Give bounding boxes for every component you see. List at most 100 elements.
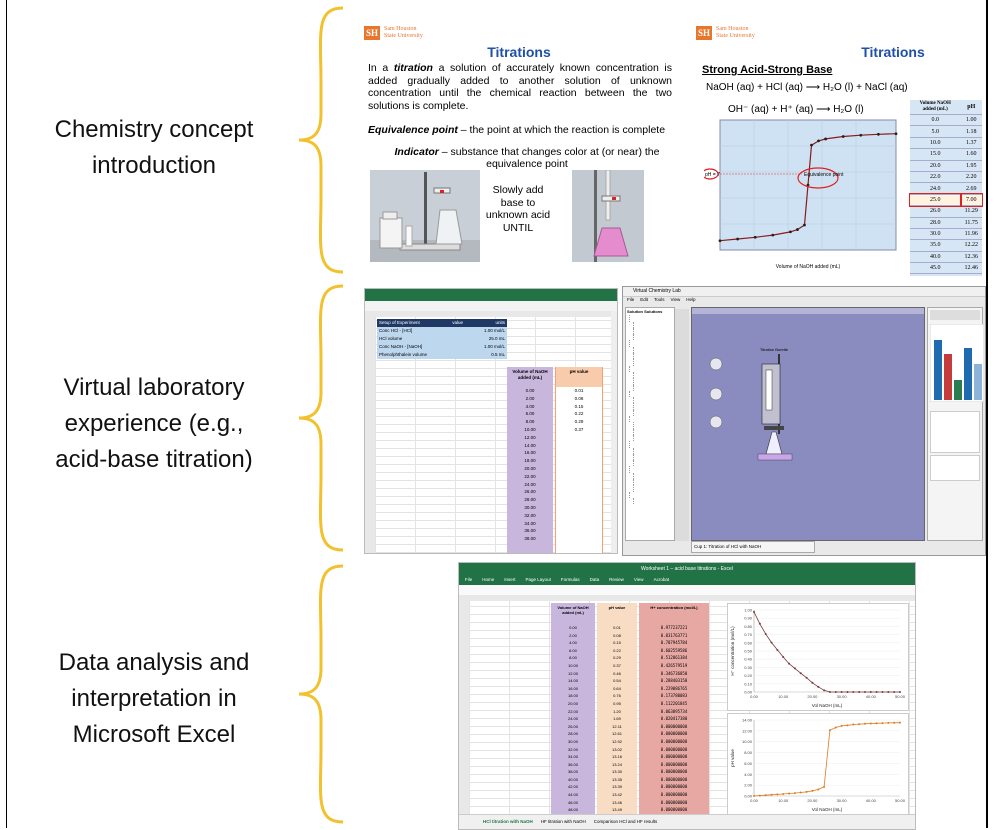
- h-conc-cell: 0.000000000: [660, 799, 688, 805]
- curve-point: [736, 237, 739, 241]
- stockroom-tree[interactable]: Solution Solutions: [625, 307, 675, 541]
- y-tick-label: 1.00: [744, 608, 753, 613]
- tree-item[interactable]: [633, 397, 673, 404]
- data-point: [828, 729, 831, 732]
- tree-item[interactable]: [633, 460, 673, 467]
- ribbon-acrobat[interactable]: Acrobat: [653, 577, 670, 582]
- section-label-virtual-lab: Virtual laboratory experience (e.g., aci…: [55, 374, 253, 473]
- volume-cell: 40.0: [910, 251, 961, 264]
- vlab-status-tab[interactable]: Cup 1: Titration of HCl with NaOH: [691, 541, 815, 553]
- volume-cell: 26.00: [567, 723, 578, 729]
- y-tick-label: 0.20: [744, 673, 753, 678]
- x-tick-label: 0.00: [750, 694, 759, 699]
- sheet-tab-hf[interactable]: HF titration with NaOH: [540, 819, 586, 824]
- volume-cell: 12.00: [524, 434, 536, 440]
- tree-item[interactable]: [633, 428, 673, 435]
- ph-cell: 1.69: [613, 716, 621, 722]
- tree-item[interactable]: [633, 472, 673, 480]
- x-axis-label: Vol NaOH (mL): [812, 807, 843, 812]
- menu-edit[interactable]: Edit: [640, 297, 649, 302]
- volume-cell: 26.0: [910, 205, 961, 218]
- brace-virtual-lab: [298, 284, 344, 552]
- ph-cell: 1.00: [960, 114, 982, 127]
- volume-cell: 22.00: [524, 473, 536, 479]
- data-point: [840, 691, 843, 693]
- ribbon-page-layout[interactable]: Page Layout: [525, 577, 551, 582]
- volume-cell: 30.00: [567, 738, 578, 744]
- tree-item[interactable]: [633, 497, 673, 505]
- ph-cell: 0.08: [574, 395, 584, 401]
- y-tick-label: 10.00: [742, 739, 753, 744]
- sheet-tab-comparison[interactable]: Comparison HCl and HF results: [593, 819, 658, 824]
- ribbon-insert[interactable]: Insert: [504, 577, 516, 582]
- excel1-scrollbar[interactable]: [611, 311, 617, 553]
- curve-xlabel: Volume of NaOH added (mL): [776, 264, 841, 270]
- ribbon-data[interactable]: Data: [589, 577, 600, 582]
- ph-cell: 12.52: [960, 273, 982, 276]
- volume-cell: 44.00: [567, 792, 578, 798]
- tree-item[interactable]: [629, 315, 673, 322]
- data-point: [811, 681, 814, 684]
- tree-item[interactable]: [633, 371, 673, 379]
- excel1-col-headers: [365, 311, 617, 317]
- tree-item[interactable]: [633, 327, 673, 335]
- data-point: [828, 691, 831, 693]
- menu-tools[interactable]: Tools: [654, 297, 665, 302]
- ribbon-review[interactable]: Review: [609, 577, 624, 582]
- tree-item[interactable]: [633, 422, 673, 429]
- tree-item[interactable]: [633, 334, 673, 341]
- tree-item[interactable]: [633, 434, 673, 442]
- h-conc-cell: 0.288403150: [660, 678, 688, 684]
- x-tick-label: 10.00: [778, 694, 789, 699]
- tree-item[interactable]: [633, 359, 673, 366]
- tree-item[interactable]: [633, 485, 673, 492]
- data-point: [764, 794, 767, 797]
- bench-glassware: Titration Burette: [709, 347, 793, 461]
- tree-item[interactable]: [633, 321, 673, 328]
- tree-item[interactable]: [633, 353, 673, 360]
- curve-point: [894, 132, 898, 136]
- tree-item[interactable]: [633, 409, 673, 417]
- tree-item[interactable]: [629, 390, 673, 398]
- menu-view[interactable]: View: [670, 297, 681, 302]
- data-point: [899, 691, 901, 693]
- vlab-menubar: File Edit Tools View Help: [623, 296, 985, 304]
- volume-cell: 20.0: [910, 160, 961, 172]
- sheet-tab-hcl[interactable]: HCl titration with NaOH: [483, 819, 533, 824]
- curve-point: [877, 132, 880, 136]
- tree-item[interactable]: [633, 378, 673, 385]
- lab-bench[interactable]: Titration Burette: [691, 307, 925, 541]
- slide-title: Titrations: [487, 44, 551, 60]
- volume-cell: 10.0: [910, 137, 961, 150]
- h-conc-cell: 0.000000000: [660, 761, 688, 767]
- curve-point: [841, 135, 845, 138]
- excel2-row-numbers: [459, 601, 469, 815]
- tree-item[interactable]: [633, 453, 673, 461]
- excel-setup-window: Setup of Experiment value units Conc HCl…: [364, 288, 618, 554]
- tree-item[interactable]: [629, 466, 673, 473]
- tool-palette[interactable]: [675, 309, 689, 541]
- tree-item[interactable]: [629, 441, 673, 448]
- menu-file[interactable]: File: [627, 297, 635, 302]
- tree-item[interactable]: [633, 384, 673, 391]
- tree-item[interactable]: [633, 346, 673, 354]
- volume-cell: 38.00: [567, 769, 578, 775]
- ribbon-view[interactable]: View: [633, 577, 644, 582]
- tree-item[interactable]: [633, 403, 673, 410]
- ribbon-file[interactable]: File: [465, 577, 473, 582]
- tree-item[interactable]: [629, 365, 673, 372]
- ribbon-home[interactable]: Home: [482, 577, 495, 582]
- menu-help[interactable]: Help: [686, 297, 696, 302]
- tree-item[interactable]: [629, 491, 673, 498]
- y-tick-label: 2.00: [744, 783, 753, 788]
- tree-item[interactable]: [629, 340, 673, 347]
- tree-item[interactable]: [629, 416, 673, 423]
- data-point: [863, 691, 866, 693]
- y-tick-label: 0.90: [744, 616, 753, 621]
- tree-item[interactable]: [633, 479, 673, 486]
- ribbon-formulas[interactable]: Formulas: [560, 577, 580, 582]
- tree-item[interactable]: [633, 447, 673, 454]
